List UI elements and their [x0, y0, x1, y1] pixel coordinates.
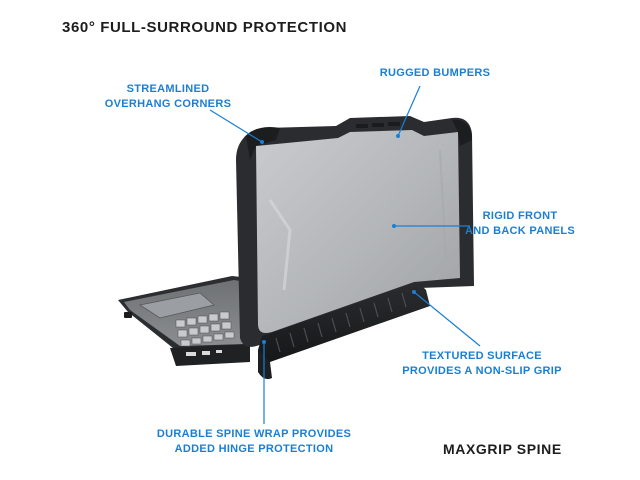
maxgrip-spine: [258, 282, 430, 380]
bumper-vents: [356, 122, 400, 128]
leader-line-texture: [413, 291, 481, 347]
keyboard-keys: [175, 311, 235, 347]
callout-line: TEXTURED SURFACE: [422, 350, 542, 362]
callout-textured-surface: TEXTURED SURFACE PROVIDES A NON-SLIP GRI…: [392, 349, 572, 379]
callout-line: DURABLE SPINE WRAP PROVIDES: [156, 428, 352, 440]
leader-lines: [209, 85, 481, 424]
leader-line-corners: [209, 109, 263, 143]
callout-spine-wrap: DURABLE SPINE WRAP PROVIDES ADDED HINGE …: [148, 427, 360, 457]
callout-overhang-corners: STREAMLINED OVERHANG CORNERS: [98, 82, 238, 112]
laptop-base: [118, 276, 250, 366]
footer-title: MAXGRIP SPINE: [443, 441, 562, 457]
callout-rugged-bumpers: RUGGED BUMPERS: [370, 66, 500, 81]
callout-line: RIGID FRONT: [482, 210, 558, 222]
leader-line-bumpers: [397, 85, 421, 137]
headline: 360° FULL-SURROUND PROTECTION: [62, 19, 348, 36]
leader-dots: [260, 134, 416, 344]
callout-line: ADDED HINGE PROTECTION: [174, 443, 334, 455]
callout-rigid-panels: RIGID FRONT AND BACK PANELS: [455, 209, 585, 239]
spine-texture: [275, 292, 407, 353]
callout-line: AND BACK PANELS: [464, 225, 576, 237]
callout-line: STREAMLINED: [126, 83, 210, 95]
callout-line: OVERHANG CORNERS: [104, 98, 232, 110]
callout-line: PROVIDES A NON-SLIP GRIP: [402, 365, 562, 377]
callout-line: RUGGED BUMPERS: [379, 67, 491, 79]
